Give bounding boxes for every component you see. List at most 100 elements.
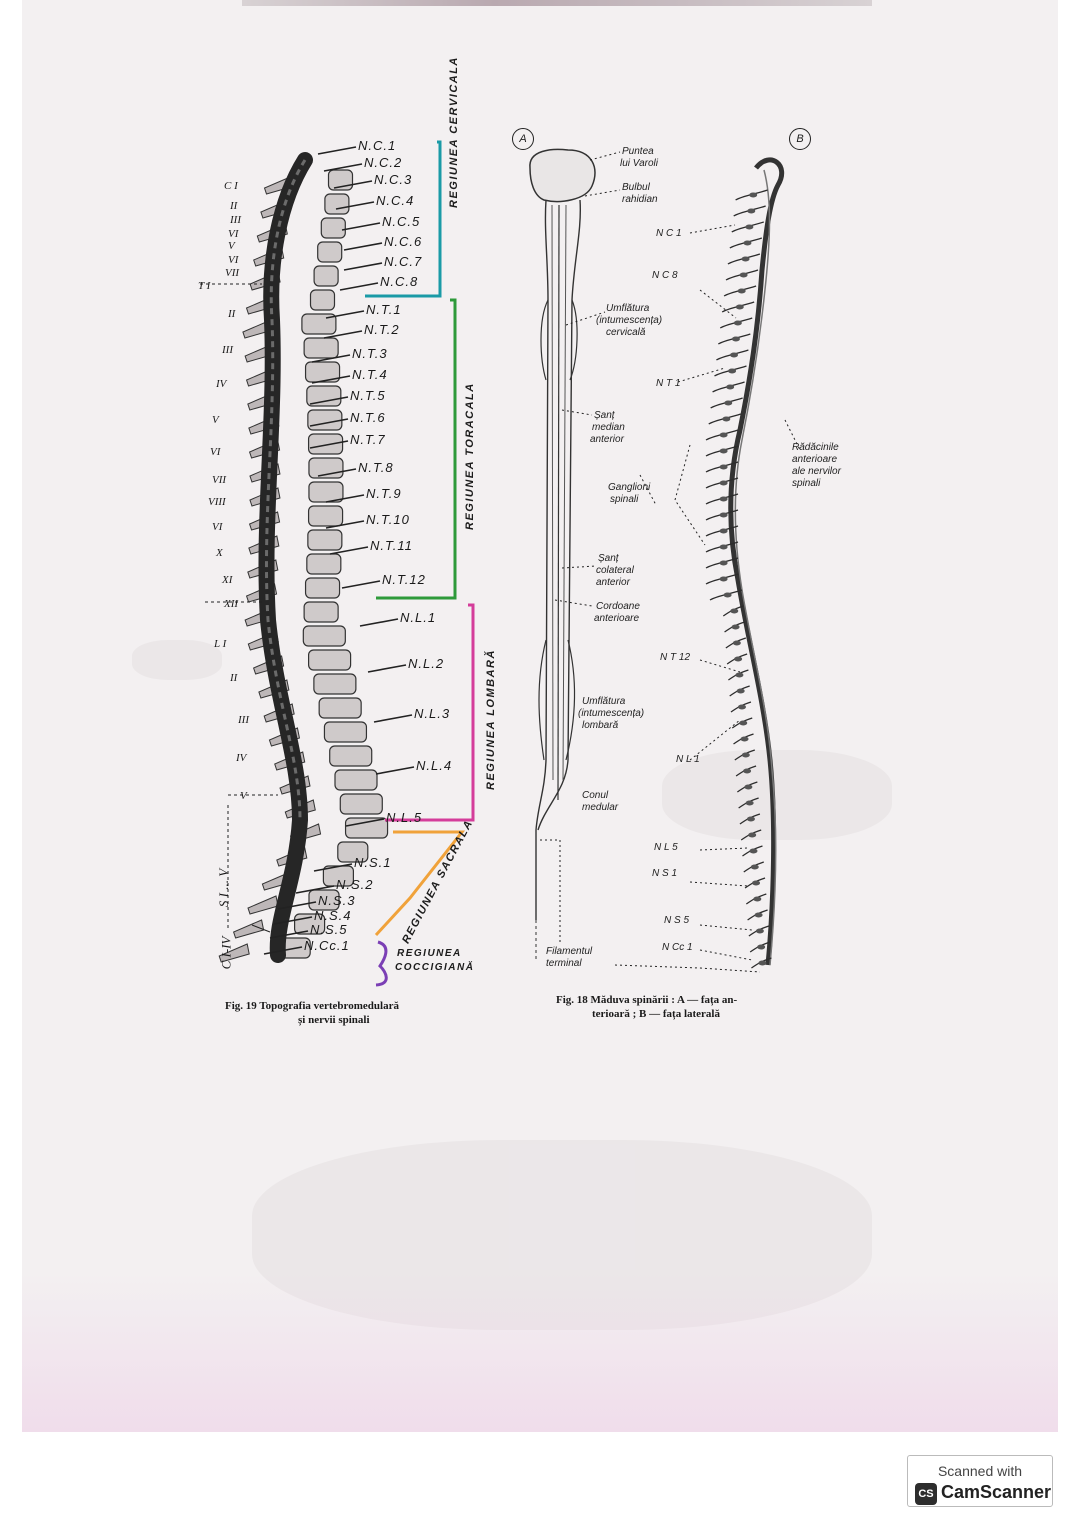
spinal-ganglion (719, 544, 728, 550)
region-label-lumbar: REGIUNEA LOMBARĂ (485, 649, 497, 790)
fig18a-drawing (529, 148, 596, 960)
vertebra-label: C I-IV (218, 936, 234, 970)
nerve-label: N.T.3 (352, 346, 388, 361)
spinous-process (218, 943, 250, 963)
nerve-label: N.L.2 (408, 656, 445, 671)
nerve-leader (323, 330, 363, 339)
nerve-leader (339, 282, 379, 291)
nerve-label: N.L.5 (386, 810, 423, 825)
label-b-ns5: N S 5 (664, 915, 690, 926)
nerve-label: N.S.5 (310, 922, 348, 937)
scanned-page (22, 0, 1058, 1432)
nerve-label: N.T.8 (358, 460, 394, 475)
nerve-leader (323, 163, 363, 172)
vertebra-label: VII (225, 267, 240, 279)
vertebra-body (308, 481, 344, 503)
vertebra-body (320, 217, 346, 239)
vertebra-body (329, 745, 373, 767)
fig18a-leaders (540, 151, 657, 945)
nerve-leader (333, 180, 373, 189)
region-label-coccygeal-line1: REGIUNEA (397, 948, 462, 959)
sacral-bracket (374, 830, 466, 937)
spinal-ganglion (719, 560, 728, 566)
spinal-ganglion (735, 672, 744, 678)
region-label-coccygeal-line2: COCCIGIANĂ (395, 962, 475, 973)
label-sant-colateral-line3: anterior (596, 577, 630, 588)
nerve-leader (345, 818, 385, 827)
nerve-label: N.T.6 (350, 410, 386, 425)
nerve-leader (273, 916, 313, 925)
nerve-leader (309, 440, 349, 449)
label-b-nl5: N L 5 (654, 842, 678, 853)
spinal-ganglion (719, 528, 728, 534)
thoracic-bracket (376, 298, 457, 600)
spinal-ganglion (741, 752, 750, 758)
label-umflatura-cervicala-line3: cervicală (606, 327, 646, 338)
label-filamentul-line1: Filamentul (546, 946, 593, 957)
spinal-ganglion (728, 368, 737, 374)
vertebra-body (334, 769, 378, 791)
label-b-ncc1: N Cc 1 (662, 942, 693, 953)
label-conul-line1: Conul (582, 790, 609, 801)
spinal-ganglion (741, 256, 750, 262)
spinal-ganglion (749, 192, 758, 198)
label-bulbul-line2: rahidian (622, 194, 658, 205)
spinal-ganglion (758, 960, 767, 966)
nerve-leader (313, 863, 353, 872)
vertebra-label: V (240, 790, 247, 802)
spinal-ganglion (743, 768, 752, 774)
region-label-cervical: REGIUNEA CERVICALA (448, 56, 460, 208)
page-bottom-tint (22, 1272, 1058, 1432)
camscanner-logo-icon: CS (915, 1483, 937, 1505)
nerve-label: N.S.2 (336, 877, 374, 892)
spinal-ganglion (719, 576, 728, 582)
vertebra-label: V (228, 240, 235, 252)
spinal-ganglion (755, 928, 764, 934)
spinal-ganglion (730, 608, 739, 614)
vertebra-label: XI (222, 574, 233, 586)
nerve-leader (309, 396, 349, 405)
spinal-ganglion (757, 944, 766, 950)
label-umflatura-lombara-line2: (intumescența) (578, 708, 645, 719)
nerve-label: N.T.2 (364, 322, 400, 337)
label-sant-median-line2: median (592, 422, 625, 433)
vertebra-body (302, 625, 346, 647)
vertebra-label: L I (214, 638, 227, 650)
vertebra-body (307, 505, 344, 527)
watermark-brand: CamScanner (941, 1482, 1052, 1502)
vertebra-label: VIII (208, 496, 226, 508)
nerve-label: N.C.8 (380, 274, 419, 289)
nerve-label: N.S.1 (354, 855, 392, 870)
nerve-label: N.L.1 (400, 610, 437, 625)
spinal-ganglion (737, 288, 746, 294)
spinal-ganglion (731, 624, 740, 630)
label-sant-median-line1: Șanț (594, 410, 615, 421)
nerve-label: N.Cc.1 (304, 938, 350, 953)
vertebra-body (303, 337, 339, 359)
spinal-ganglion (722, 416, 731, 422)
label-filamentul-line2: terminal (546, 958, 582, 969)
spinal-ganglion (743, 240, 752, 246)
nerve-label: N.T.5 (350, 388, 386, 403)
spinal-ganglion (730, 352, 738, 358)
vertebra-body (323, 721, 368, 743)
spinal-ganglion (754, 912, 763, 918)
label-ganglioni-line1: Ganglioni (608, 482, 651, 493)
vertebra-label: VI (210, 446, 221, 458)
nerve-leader (341, 222, 381, 231)
vertebra-label: VI (212, 521, 223, 533)
label-b-nt1: N T 1 (656, 378, 681, 389)
panel-b-marker: B (789, 128, 811, 150)
label-b-nl1: N L 1 (676, 754, 700, 765)
nerve-label: N.T.11 (370, 538, 413, 553)
nerve-leader (359, 618, 399, 627)
nerve-leader (295, 885, 335, 894)
label-sant-median-line3: anterior (590, 434, 624, 445)
vertebra-body (306, 553, 342, 575)
vertebra-label: VI (228, 228, 239, 240)
nerve-leader (373, 714, 413, 723)
fig18b-drawing (728, 157, 785, 966)
vertebra-body (304, 577, 341, 599)
spinal-ganglion (745, 800, 754, 806)
spinal-ganglion (736, 688, 745, 694)
